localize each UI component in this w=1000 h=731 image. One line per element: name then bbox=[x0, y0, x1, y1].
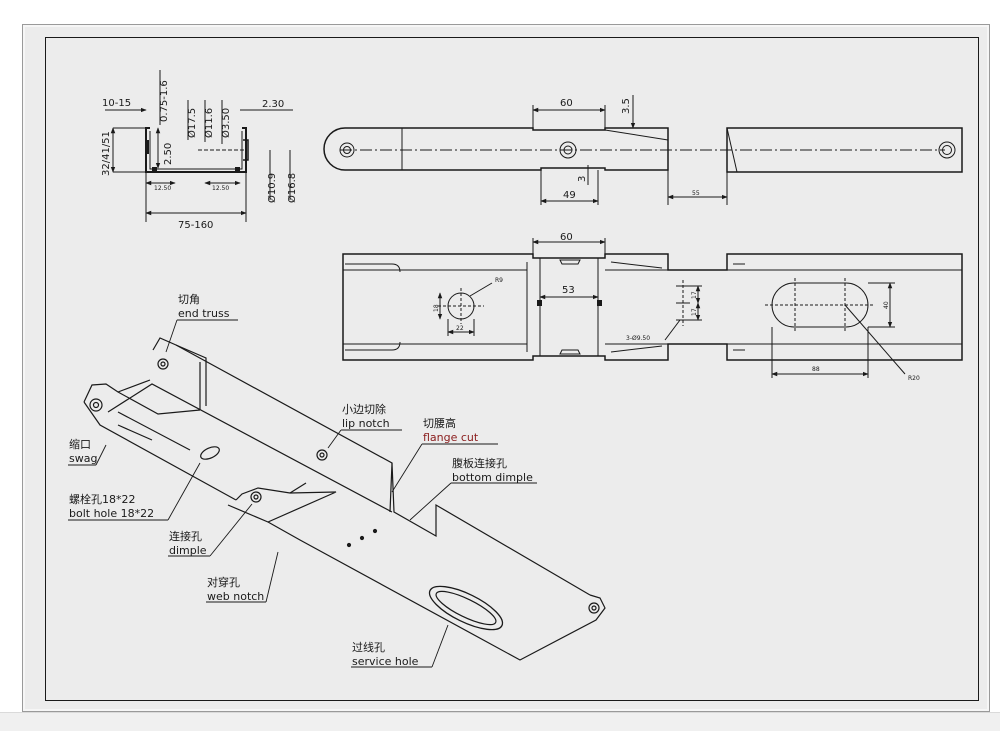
callout-swag-cn: 缩口 bbox=[69, 438, 91, 451]
dim-cut-depth: 3.5 bbox=[621, 98, 632, 114]
top-view-dims: 60 3.5 49 3 55 bbox=[560, 98, 700, 201]
dim-d17a: 17 bbox=[691, 291, 698, 299]
dim-d17b: 17 bbox=[691, 308, 698, 316]
dim-d1: Ø17.5 bbox=[186, 108, 198, 138]
callouts: 切角 end truss 小边切除 lip notch 切腰高 flange c… bbox=[69, 293, 533, 668]
callout-bolt-hole-cn: 螺栓孔18*22 bbox=[69, 492, 136, 506]
bottom-view bbox=[342, 238, 963, 378]
dim-lip-width: 10-15 bbox=[102, 98, 131, 109]
callout-dimple-cn: 连接孔 bbox=[169, 530, 202, 543]
bottom-view-dims: 60 53 R9 18 22 3-Ø9.50 17 17 40 88 R20 bbox=[433, 232, 920, 382]
dim-bottom-len: 49 bbox=[563, 190, 576, 201]
callout-lip-notch-cn: 小边切除 bbox=[342, 402, 386, 416]
callout-bottom-dimple-en: bottom dimple bbox=[452, 471, 533, 484]
dim-dimple-spec: 3-Ø9.50 bbox=[626, 335, 650, 342]
viewer-status-strip bbox=[0, 712, 1000, 731]
dim-d5: Ø16.8 bbox=[286, 173, 298, 203]
callout-web-notch-cn: 对穿孔 bbox=[207, 575, 240, 589]
dim-width: 75-160 bbox=[178, 220, 213, 231]
dim-cut-len: 60 bbox=[560, 98, 573, 109]
dim-top-len: 60 bbox=[560, 232, 573, 243]
dim-radius: R9 bbox=[495, 277, 503, 284]
dim-thickness: 0.75-1.6 bbox=[159, 80, 170, 122]
callout-web-notch-en: web notch bbox=[207, 590, 264, 603]
callout-dimple-en: dimple bbox=[169, 544, 207, 557]
callout-service-hole-en: service hole bbox=[352, 655, 419, 668]
callout-end-truss-en: end truss bbox=[178, 307, 230, 320]
section-view-dims: 10-15 0.75-1.6 32/41/51 2.50 Ø17.5 Ø11.6… bbox=[101, 80, 298, 231]
dim-d4: Ø10.9 bbox=[266, 173, 278, 203]
callout-service-hole-cn: 过线孔 bbox=[352, 640, 385, 654]
dim-slot-w: 88 bbox=[812, 366, 820, 373]
callout-end-truss-cn: 切角 bbox=[178, 293, 200, 306]
dim-offset: 2.30 bbox=[262, 99, 284, 110]
dim-bottom-depth: 3 bbox=[577, 176, 588, 182]
dim-slot-h: 40 bbox=[883, 301, 890, 309]
dim-hole-h: 18 bbox=[433, 304, 440, 312]
callout-swag-en: swag bbox=[69, 452, 97, 465]
dim-height: 32/41/51 bbox=[101, 131, 112, 176]
top-view bbox=[323, 95, 963, 205]
callout-bottom-dimple-cn: 腹板连接孔 bbox=[452, 456, 507, 470]
drawing-border bbox=[45, 37, 979, 701]
dim-small2: 12.50 bbox=[212, 185, 229, 192]
callout-bolt-hole-en: bolt hole 18*22 bbox=[69, 507, 154, 520]
callout-flange-cut-cn: 切腰高 bbox=[423, 416, 456, 430]
leader-lines bbox=[68, 319, 537, 668]
section-view bbox=[105, 70, 293, 222]
dim-flange: 2.50 bbox=[163, 143, 174, 165]
dim-slot-r: R20 bbox=[908, 375, 920, 382]
dim-hole-w: 22 bbox=[456, 325, 464, 332]
dim-right-len: 55 bbox=[692, 190, 700, 197]
dim-mid-len: 53 bbox=[562, 285, 575, 296]
callout-flange-cut-en: flange cut bbox=[423, 431, 479, 444]
dim-small1: 12.50 bbox=[154, 185, 171, 192]
dim-d2: Ø11.6 bbox=[203, 108, 215, 138]
isometric-view bbox=[83, 337, 606, 661]
dim-d3: Ø3.50 bbox=[220, 108, 232, 138]
callout-lip-notch-en: lip notch bbox=[342, 417, 390, 430]
